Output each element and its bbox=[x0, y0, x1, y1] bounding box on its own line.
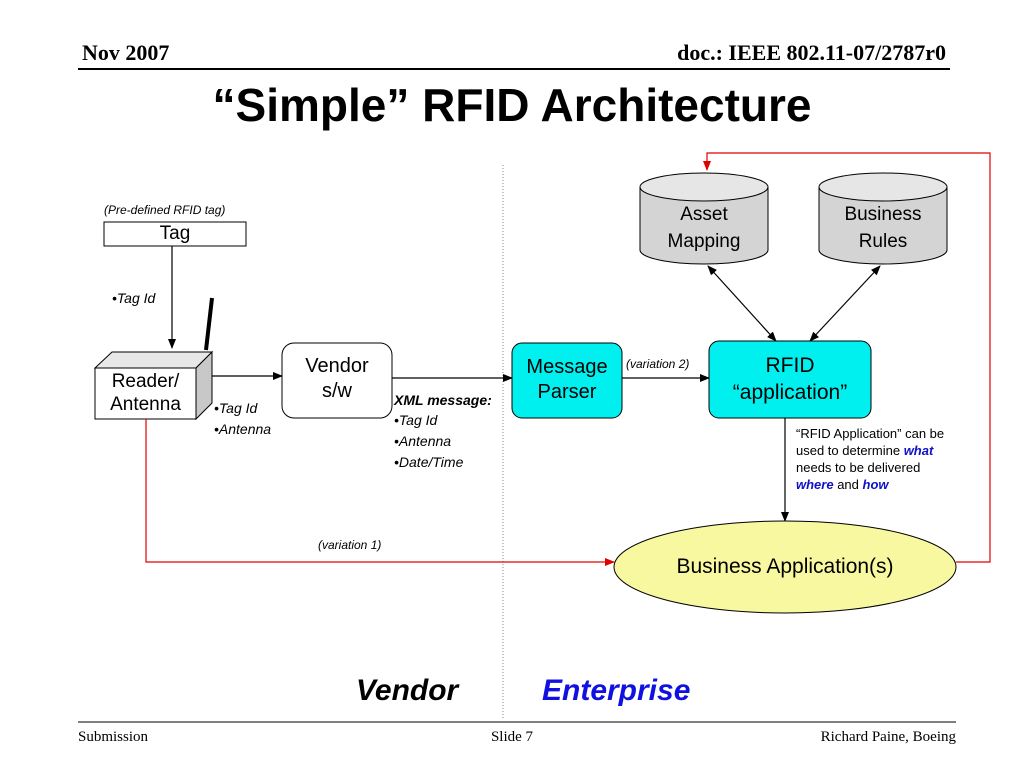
variation2-label: (variation 2) bbox=[626, 357, 690, 371]
header-rule bbox=[78, 68, 950, 70]
note-line1: “RFID Application” can be bbox=[796, 426, 945, 441]
parser-line1: Message bbox=[526, 356, 608, 378]
rules-line1: Business bbox=[844, 204, 922, 225]
variation1-label: (variation 1) bbox=[318, 538, 382, 552]
slide-title: “Simple” RFID Architecture bbox=[212, 79, 812, 131]
note-and: and bbox=[833, 477, 863, 492]
asset-mapping-label: Asset Mapping bbox=[640, 201, 768, 255]
note-how: how bbox=[862, 477, 889, 492]
rfid-application-box bbox=[708, 340, 872, 419]
message-parser-box bbox=[511, 342, 623, 419]
asset-line1: Asset bbox=[680, 204, 728, 225]
header-doc-id: doc.: IEEE 802.11-07/2787r0 bbox=[677, 40, 946, 65]
parser-line2: Parser bbox=[537, 381, 597, 403]
rfid-app-line1: RFID bbox=[765, 354, 815, 377]
variation1-red-line bbox=[145, 419, 615, 566]
note-line2-text: used to determine bbox=[796, 443, 904, 458]
note-line3: needs to be delivered bbox=[796, 460, 921, 475]
rules-rfid-arrow bbox=[809, 265, 881, 342]
reader-bullets: •Tag Id •Antenna bbox=[214, 398, 271, 440]
reader-label: Reader/ Antenna bbox=[95, 368, 196, 419]
xml-bullets: •Tag Id •Antenna •Date/Time bbox=[394, 410, 492, 473]
message-parser-label: Message Parser bbox=[512, 355, 622, 405]
reader-label-line1: Reader/ bbox=[111, 371, 180, 392]
asset-mapping-db bbox=[639, 172, 769, 265]
xml-bullet-datetime: •Date/Time bbox=[394, 454, 464, 470]
vendor-sw-box bbox=[281, 342, 393, 419]
reader-bullet-antenna: •Antenna bbox=[214, 421, 272, 437]
business-application-label: Business Application(s) bbox=[676, 555, 894, 578]
vendor-zone-label: Vendor bbox=[356, 674, 459, 707]
footer-submission: Submission bbox=[78, 729, 149, 745]
enterprise-zone-label: Enterprise bbox=[542, 674, 691, 707]
vendor-sw-label: Vendor s/w bbox=[282, 354, 392, 404]
header-date: Nov 2007 bbox=[82, 40, 170, 65]
xml-bullet-tag-id: •Tag Id bbox=[394, 412, 438, 428]
reader-box-top bbox=[93, 351, 214, 369]
reader-label-line2: Antenna bbox=[110, 394, 181, 415]
note-line4: where and how bbox=[796, 476, 971, 493]
note-line2: used to determine what bbox=[796, 442, 971, 459]
note-what: what bbox=[903, 443, 934, 458]
tag-id-bullet-text: •Tag Id bbox=[112, 290, 156, 306]
reader-box-front bbox=[94, 367, 197, 420]
antenna-slash bbox=[204, 297, 214, 351]
tag-id-bullet: •Tag Id bbox=[112, 288, 155, 309]
rfid-application-note: “RFID Application” can be used to determ… bbox=[796, 425, 971, 493]
asset-rfid-arrow bbox=[707, 265, 777, 342]
reader-bullet-tag-id: •Tag Id bbox=[214, 400, 258, 416]
vendor-sw-line2: s/w bbox=[322, 380, 352, 402]
tag-box bbox=[103, 221, 247, 247]
footer-author: Richard Paine, Boeing bbox=[820, 729, 956, 745]
xml-bullet-antenna: •Antenna bbox=[394, 433, 452, 449]
asset-line2: Mapping bbox=[667, 231, 741, 252]
tag-label: Tag bbox=[159, 223, 191, 244]
footer-slide-number: Slide 7 bbox=[490, 729, 534, 745]
rfid-application-label: RFID “application” bbox=[709, 352, 871, 406]
rules-line2: Rules bbox=[858, 231, 908, 252]
xml-message: XML message: •Tag Id •Antenna •Date/Time bbox=[394, 390, 492, 473]
rfid-app-line2: “application” bbox=[732, 381, 848, 404]
feedback-red-line bbox=[703, 152, 991, 563]
vendor-sw-line1: Vendor bbox=[305, 355, 369, 377]
business-rules-db bbox=[818, 172, 948, 265]
note-where: where bbox=[796, 477, 834, 492]
tag-caption: (Pre-defined RFID tag) bbox=[104, 203, 226, 217]
xml-message-title: XML message: bbox=[394, 392, 492, 408]
business-rules-label: Business Rules bbox=[819, 201, 947, 255]
business-application-ellipse bbox=[613, 520, 957, 614]
